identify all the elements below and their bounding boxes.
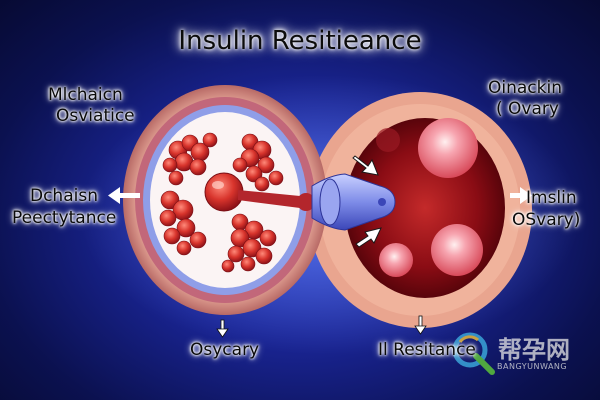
label-mid-left-line1: Dchaisn — [30, 186, 98, 206]
connector-tube — [238, 173, 396, 231]
arrow-down-icon — [216, 315, 427, 338]
cell-cluster — [159, 132, 284, 273]
diagram-title: Insulin Resitieance — [178, 26, 422, 56]
follicle — [431, 224, 483, 276]
central-cell — [204, 172, 244, 212]
arrow-icon — [352, 155, 382, 248]
label-mid-left-line2: Peectytance — [12, 208, 117, 228]
label-bottom-right: Il Resitance — [378, 340, 476, 360]
follicle — [379, 243, 413, 277]
label-top-right-line2: ( Ovary — [496, 99, 559, 119]
watermark-subtext: BANGYUNWANG — [497, 362, 568, 371]
label-top-left-line2: Osviatice — [56, 106, 135, 126]
watermark-logo-icon — [452, 332, 495, 375]
watermark-text: 帮孕网 — [498, 336, 570, 364]
label-top-left-line1: Mlchaicn — [48, 85, 123, 105]
arrow-right-icon — [510, 187, 532, 204]
arrow-left-icon — [108, 187, 140, 204]
label-bottom-left: Osycary — [190, 340, 260, 360]
follicle — [418, 118, 478, 178]
label-mid-right-line1: Imslin — [526, 188, 577, 208]
right-ovary — [308, 92, 532, 328]
left-tissue — [123, 85, 327, 315]
label-mid-right-line2: OSvary) — [512, 210, 581, 230]
label-top-right-line1: Oinackin — [488, 78, 562, 98]
